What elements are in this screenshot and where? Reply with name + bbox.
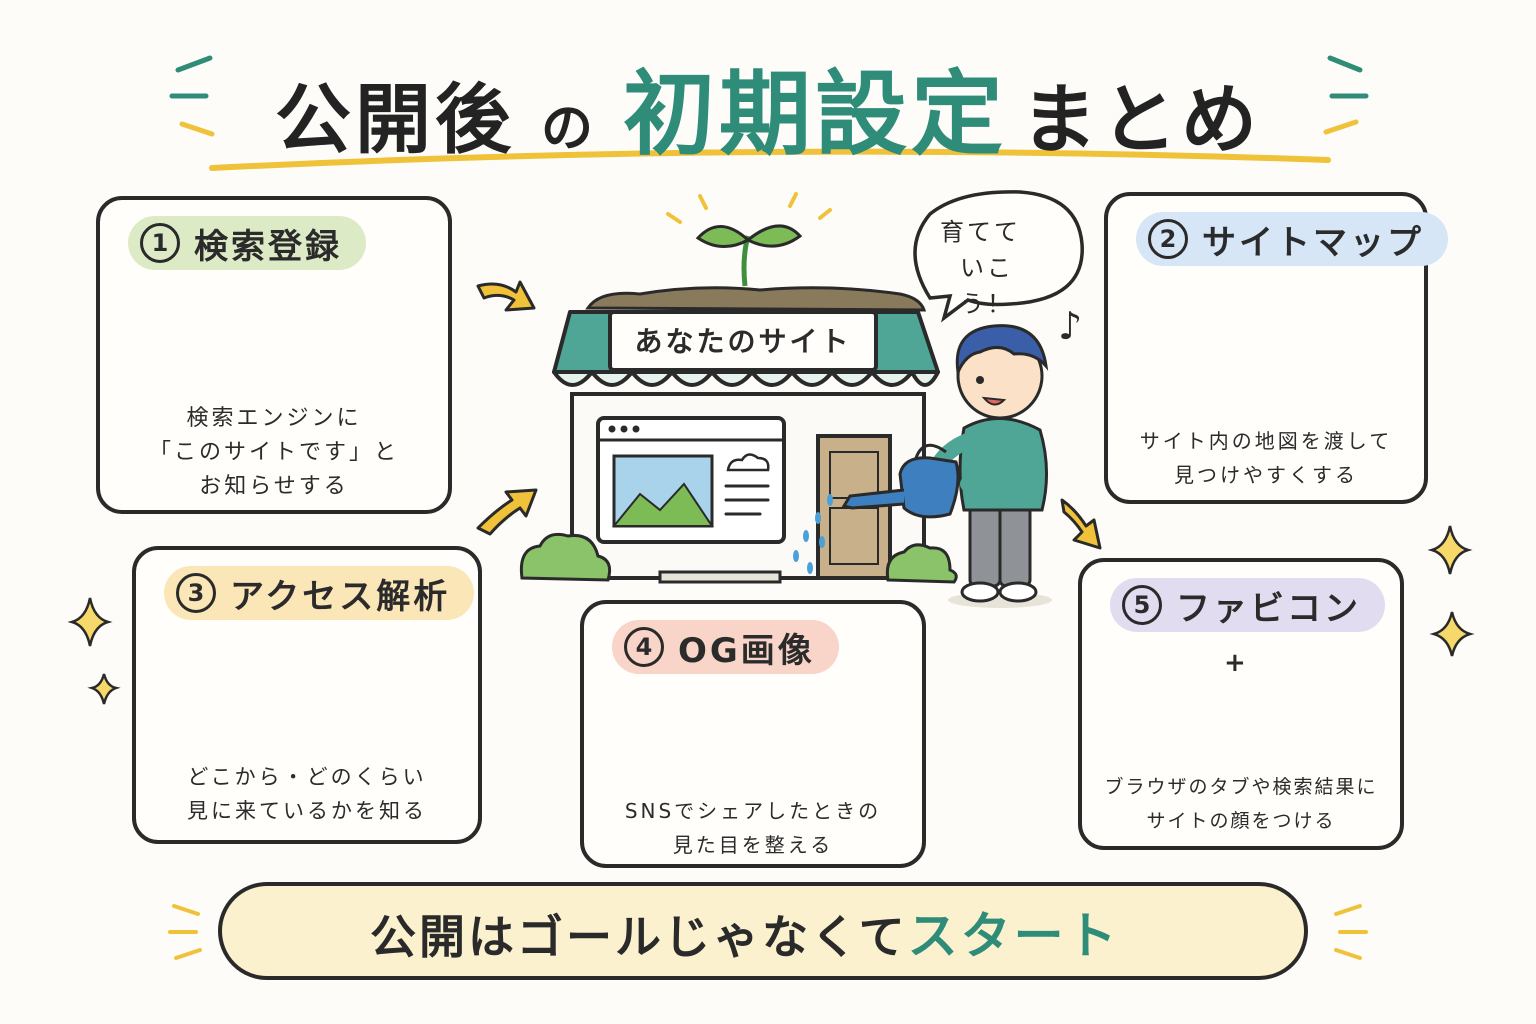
card-sitemap: 2 サイトマップ xyxy=(1104,192,1448,504)
title-part-4: まとめ xyxy=(1021,75,1262,164)
gardener-illustration xyxy=(841,324,1052,608)
card-title: サイトマップ xyxy=(1202,222,1424,263)
card-1-description: 検索エンジンに 「このサイトです」と お知らせする xyxy=(96,402,452,504)
card-title: ファビコン xyxy=(1176,588,1361,629)
spark-lines-right xyxy=(1323,55,1369,135)
page-title: 公開後 の 初期設定 まとめ xyxy=(0,40,1536,168)
card-title: アクセス解析 xyxy=(230,576,451,617)
step-number-badge: 4 xyxy=(624,627,664,667)
speech-line: いこう！ xyxy=(960,254,1014,318)
desc-line: 見に来ているかを知る xyxy=(187,799,427,823)
shop-sign-label: あなたのサイト xyxy=(634,325,852,358)
sparkle-icon xyxy=(67,525,1475,705)
footer-banner xyxy=(218,882,1308,980)
desc-line: サイトの顔をつける xyxy=(1146,810,1336,832)
music-note-icon: ♪ xyxy=(1058,304,1083,348)
desc-line: 見た目を整える xyxy=(672,833,834,857)
card-title: OG画像 xyxy=(678,630,815,671)
footer-text-main: 公開はゴールじゃなくて xyxy=(370,910,908,964)
card-3-description: どこから・どのくらい 見に来ているかを知る xyxy=(132,760,482,828)
card-header: 3 アクセス解析 xyxy=(164,566,475,620)
step-number-badge: 5 xyxy=(1122,585,1162,625)
step-number-badge: 3 xyxy=(176,573,216,613)
desc-line: お知らせする xyxy=(199,474,349,499)
card-search-registration: 1 検索登録 xyxy=(96,196,452,514)
card-og-image: 4 OG画像 xyxy=(580,600,926,868)
arrow-icon xyxy=(476,280,1102,550)
card-4-description: SNSでシェアしたときの 見た目を整える xyxy=(580,794,926,862)
step-number-badge: 2 xyxy=(1148,219,1188,259)
title-part-2: の xyxy=(540,99,597,159)
spark-lines-left xyxy=(169,55,215,137)
card-header: 4 OG画像 xyxy=(612,620,839,674)
footer-text-accent: スタート xyxy=(907,907,1120,965)
shop-illustration xyxy=(519,192,958,584)
new-tab-plus-icon: + xyxy=(1224,648,1246,678)
title-part-3: 初期設定 xyxy=(623,61,1008,168)
card-header: 2 サイトマップ xyxy=(1136,212,1448,266)
desc-line: 検索エンジンに xyxy=(186,406,362,431)
card-2-description: サイト内の地図を渡して 見つけやすくする xyxy=(1104,424,1428,492)
desc-line: SNSでシェアしたときの xyxy=(624,799,882,823)
card-header: 5 ファビコン xyxy=(1110,578,1385,632)
desc-line: どこから・どのくらい xyxy=(187,765,427,789)
desc-line: 「このサイトです」と xyxy=(148,440,399,465)
speech-line: 育てて xyxy=(940,218,1021,246)
title-part-1: 公開後 xyxy=(274,75,515,164)
card-header: 1 検索登録 xyxy=(128,216,366,270)
card-access-analytics: 3 アクセス解析 xyxy=(132,546,482,844)
speech-bubble-text: 育てて いこう！ xyxy=(940,214,1060,322)
card-5-description: ブラウザのタブや検索結果に サイトの顔をつける xyxy=(1078,770,1404,838)
desc-line: 見つけやすくする xyxy=(1174,463,1358,487)
footer-message: 公開はゴールじゃなくて スタート xyxy=(370,896,1120,968)
step-number-badge: 1 xyxy=(140,223,180,263)
title-underline xyxy=(209,148,1331,171)
card-favicon: 5 ファビコン xyxy=(1078,558,1404,850)
card-title: 検索登録 xyxy=(194,226,342,267)
desc-line: サイト内の地図を渡して xyxy=(1139,429,1393,453)
desc-line: ブラウザのタブや検索結果に xyxy=(1104,776,1378,798)
